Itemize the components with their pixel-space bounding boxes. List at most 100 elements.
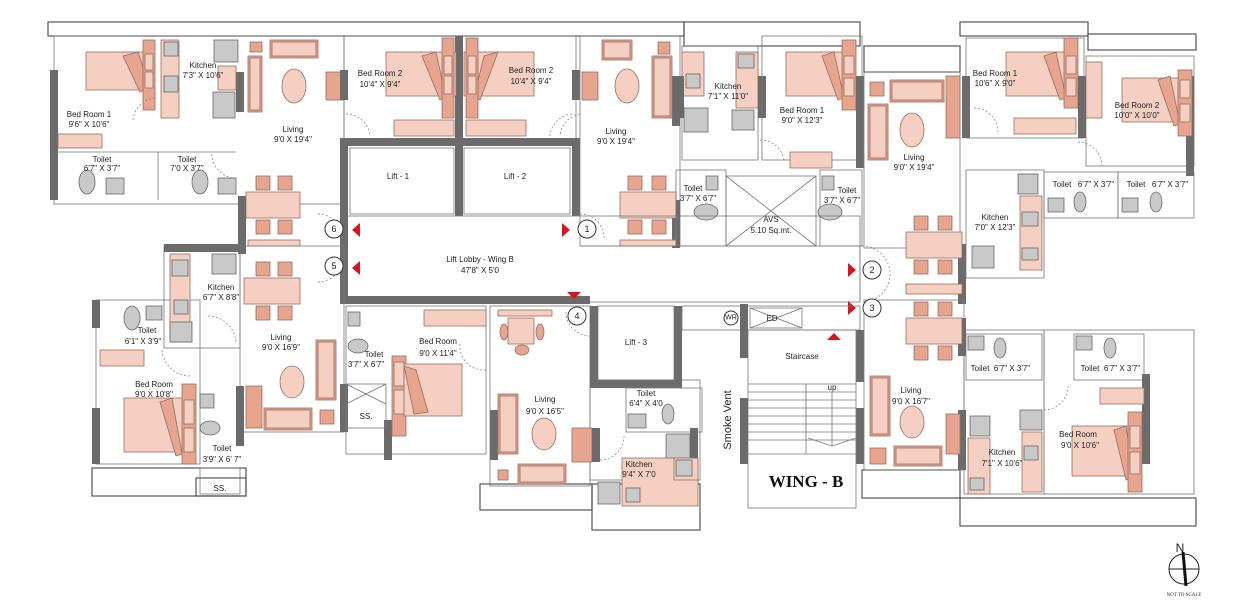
room-label: Bed Room <box>135 380 173 389</box>
unit-5: Kitchen 6'7" X 8'8" Toilet 6'1" X 3'9" B… <box>92 244 348 495</box>
room-size: 9'0 X 11'4" <box>419 349 456 358</box>
core-top: Bed Room 2 10'4" X 9'4" Bed Room 2 10'4"… <box>340 35 580 216</box>
unit-4: Toilet 3'7" X 6'7" SS. Bed Room 9'0 X 11… <box>345 305 703 507</box>
room-label: Bed Room 1 <box>780 106 825 115</box>
svg-text:3: 3 <box>869 303 874 313</box>
entry-arrow-icon <box>562 223 570 237</box>
room-size: 7'3" X 10'6" <box>183 71 224 80</box>
stair-treads <box>748 383 857 455</box>
room-label: Toilet <box>971 364 990 373</box>
ss-label: SS. <box>214 484 227 493</box>
room-size: 6'7" X 3'7" <box>1104 364 1140 373</box>
room-size: 6'7" X 3'7" <box>1078 180 1114 189</box>
ed-label: ED <box>766 314 777 323</box>
room-size: 10'4" X 9'4" <box>511 77 552 86</box>
unit-3: Living 9'0 X 16'7" Toilet 6'7" X 3'7" To… <box>863 299 1195 495</box>
lift-2-label: Lift - 2 <box>504 172 527 181</box>
room-label: Bed Room 2 <box>509 66 554 75</box>
room-size: 9'0 X 19'4" <box>597 137 635 146</box>
stair-up-label: up <box>828 383 837 392</box>
room-label: Kitchen <box>982 213 1009 222</box>
room-label: Toilet <box>178 155 197 164</box>
entry-arrow-icon <box>827 333 841 340</box>
room-size: 3'7" X 6'7" <box>824 196 860 205</box>
svg-text:1: 1 <box>584 224 589 234</box>
unit-1: Living 9'0 X 19'4" Kitchen 7'1" X 11'0" … <box>559 35 864 248</box>
room-size: 3'9" X 6' 7" <box>203 455 242 464</box>
room-size: 9'0 X 16'9" <box>262 343 300 352</box>
entry-arrow-icon <box>848 263 856 277</box>
room-size: 7'1" X 11'0" <box>708 92 748 101</box>
room-label: Living <box>535 395 556 404</box>
unit-marker-1[interactable]: 1 <box>577 219 597 239</box>
smoke-vent-label: Smoke Vent <box>722 390 734 449</box>
avs-shaft: AVS 5.10 Sq.mt. <box>725 175 817 247</box>
unit-marker-3[interactable]: 3 <box>862 298 882 318</box>
room-label: Living <box>904 153 925 162</box>
unit-marker-5[interactable]: 5 <box>324 256 344 276</box>
unit-6: Bed Room 1 9'6" X 10'6" Kitchen 7'3" X 1… <box>50 35 345 254</box>
room-label: Bed Room <box>419 337 457 346</box>
unit-marker-6[interactable]: 6 <box>324 219 344 239</box>
lobby-size: 47'8" X 5'0 <box>461 266 499 275</box>
svg-text:2: 2 <box>869 265 874 275</box>
room-label: Toilet <box>365 350 384 359</box>
room-label: Living <box>606 127 627 136</box>
room-size: 9'0" X 12'3" <box>782 116 823 125</box>
room-label: Toilet <box>138 326 157 335</box>
room-size: 6'4" X 4'0 <box>629 399 663 408</box>
avs-label: AVS <box>763 215 778 224</box>
wing-label: WING - B <box>769 472 844 491</box>
room-label: Toilet <box>637 389 656 398</box>
room-label: Toilet <box>1081 364 1100 373</box>
room-size: 9'0 X 10'6" <box>1061 441 1099 450</box>
lift-3-label: Lift - 3 <box>625 338 648 347</box>
wr-label: WR <box>725 315 737 322</box>
unit-marker-2[interactable]: 2 <box>862 260 882 280</box>
svg-text:4: 4 <box>574 311 579 321</box>
room-size: 6'7" X 8'8" <box>203 293 239 302</box>
room-label: Kitchen <box>626 460 653 469</box>
room-size: 7'1" X 10'6" <box>982 459 1023 468</box>
room-label: Living <box>271 333 292 342</box>
room-size: 10'4" X 9'4" <box>360 80 401 89</box>
room-size: 9'0 X 16'7" <box>892 397 930 406</box>
room-size: 9'0 X 19'4" <box>274 135 312 144</box>
svg-text:5: 5 <box>331 261 336 271</box>
svg-text:6: 6 <box>331 224 336 234</box>
room-size: 6'7" X 3'7" <box>1152 180 1188 189</box>
room-label: Toilet <box>93 155 112 164</box>
room-size: 3'7" X 6'7" <box>680 194 716 203</box>
room-label: Toilet <box>838 186 857 195</box>
room-size: 6'7" X 3'7" <box>84 164 120 173</box>
room-label: Bed Room 2 <box>358 69 403 78</box>
staircase-label: Staircase <box>785 352 819 361</box>
ss-shaft: SS. <box>345 383 387 429</box>
room-size: 9'6" X 10'6" <box>69 120 110 129</box>
room-label: Bed Room 1 <box>67 110 112 119</box>
entry-arrow-icon <box>352 223 360 237</box>
room-label: Toilet <box>1053 180 1072 189</box>
north-arrow-icon: N NOT TO SCALE <box>1166 541 1201 598</box>
ss-shaft: SS. <box>199 467 241 495</box>
room-label: Bed Room <box>1059 430 1097 439</box>
room-size: 6'1" X 3'9" <box>125 337 161 346</box>
room-size: 7'0" X 12'3" <box>975 223 1016 232</box>
entry-arrow-icon <box>567 292 581 299</box>
avs-size: 5.10 Sq.mt. <box>751 226 792 235</box>
room-label: Living <box>901 386 922 395</box>
unit-markers: 6 5 1 4 2 3 <box>324 219 882 326</box>
room-label: Toilet <box>1127 180 1146 189</box>
room-size: 10'6" X 9'0" <box>975 79 1016 88</box>
unit-marker-4[interactable]: 4 <box>567 306 587 326</box>
lobby-name: Lift Lobby - Wing B <box>446 255 514 264</box>
room-size: 9'0" X 19'4" <box>894 163 935 172</box>
room-label: Living <box>283 125 304 134</box>
staircase-core: WR ED Staircase up WING - B Smoke Vent <box>681 304 864 509</box>
room-label: Toilet <box>213 444 232 453</box>
room-label: Kitchen <box>208 283 235 292</box>
wr-marker <box>723 310 739 326</box>
room-size: 7'0 X 3'7" <box>170 164 204 173</box>
room-size: 10'0" X 10'0" <box>1114 111 1159 120</box>
